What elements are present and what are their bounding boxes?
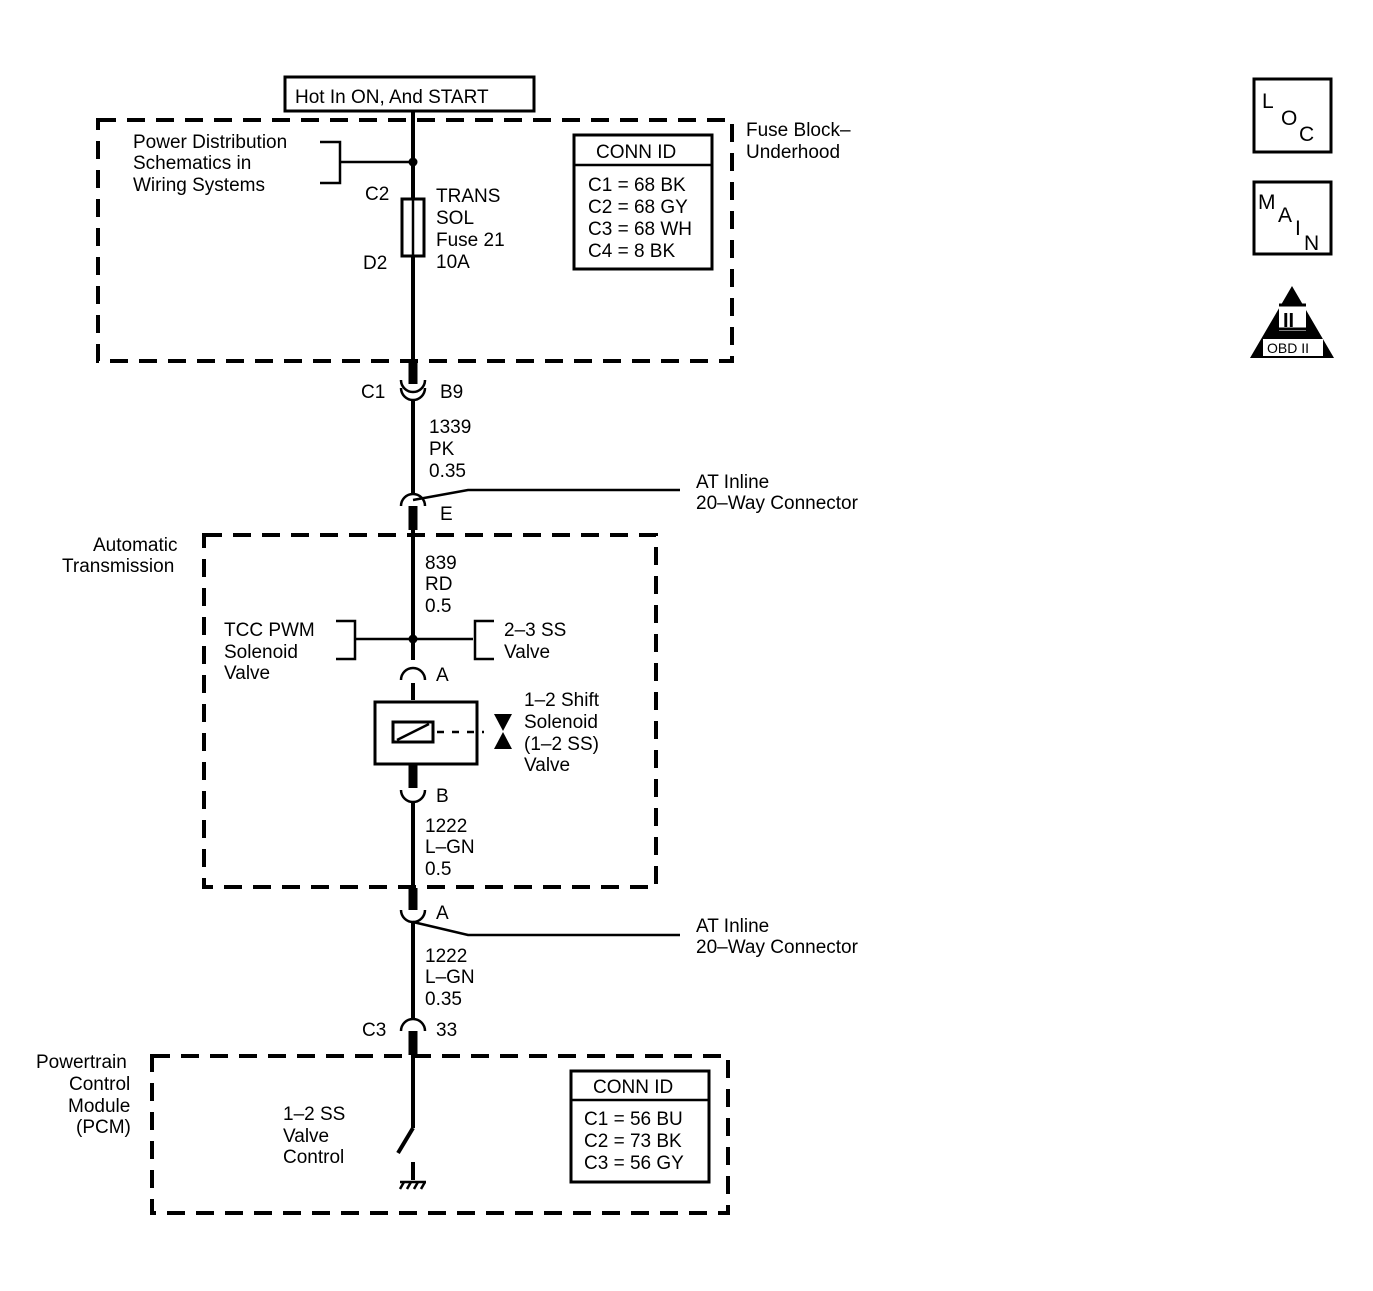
conn-id-row: C2 = 73 BK xyxy=(584,1131,682,1152)
power-dist-label-1: Power Distribution xyxy=(133,132,287,153)
splice-dot-mid xyxy=(408,634,418,644)
obd-ii-icon[interactable]: II OBD II xyxy=(1250,286,1334,358)
solenoid-1-2-symbol xyxy=(373,700,512,766)
inline-bottom-label-1: AT Inline xyxy=(696,916,769,937)
inline-connector-top xyxy=(399,488,680,530)
wire-1222-inner-circuit: 1222 xyxy=(425,816,467,837)
connector-c1-b9 xyxy=(399,362,427,402)
conn-id-row: C1 = 56 BU xyxy=(584,1109,683,1130)
pcm-label-3: Module xyxy=(68,1096,130,1117)
main-icon-letter: I xyxy=(1295,217,1301,240)
wire-1339-color: PK xyxy=(429,439,455,460)
connector-c1-right-label: B9 xyxy=(440,382,463,403)
solenoid-label-1: 1–2 Shift xyxy=(524,690,600,711)
power-dist-label-2: Schematics in xyxy=(133,153,251,174)
connector-c1-left-label: C1 xyxy=(361,382,385,403)
main-icon[interactable]: M A I N xyxy=(1252,180,1333,256)
inline-top-pin: E xyxy=(440,504,453,525)
ss23-label-1: 2–3 SS xyxy=(504,620,566,641)
fuse-block-label-1: Fuse Block– xyxy=(746,120,851,141)
main-icon-letter: N xyxy=(1304,232,1319,255)
conn-id-row: C2 = 68 GY xyxy=(588,197,688,218)
fuse-label-4: 10A xyxy=(436,252,470,273)
inline-top-label-1: AT Inline xyxy=(696,472,769,493)
obd-label: OBD II xyxy=(1267,340,1309,356)
pcm-label-4: (PCM) xyxy=(76,1117,131,1138)
loc-icon-letter: L xyxy=(1262,90,1274,113)
pcm-conn-id-table: CONN ID C1 = 56 BU C2 = 73 BK C3 = 56 GY xyxy=(569,1069,711,1184)
wire-839-color: RD xyxy=(425,574,452,595)
wire-839-circuit: 839 xyxy=(425,553,457,574)
loc-icon-letter: C xyxy=(1299,123,1314,146)
conn-id-row: C3 = 68 WH xyxy=(588,219,692,240)
fuse-block-boundary xyxy=(96,118,734,363)
wire-1222-inner-gauge: 0.5 xyxy=(425,859,451,880)
power-source-box xyxy=(283,75,536,113)
fuse-label-1: TRANS xyxy=(436,186,500,207)
tcc-bracket xyxy=(336,619,357,661)
pin-a-label: A xyxy=(436,665,449,686)
splice-dot-top xyxy=(408,157,418,167)
fuse-pin-top: C2 xyxy=(365,184,389,205)
transmission-label-1: Automatic xyxy=(93,535,177,556)
wire-1339-circuit: 1339 xyxy=(429,417,471,438)
ss23-bracket xyxy=(473,619,494,661)
conn-id-title: CONN ID xyxy=(593,1077,673,1098)
pin-b-connector xyxy=(399,764,427,804)
tcc-label-3: Valve xyxy=(224,663,270,684)
pin-a-socket xyxy=(399,666,427,681)
solenoid-label-4: Valve xyxy=(524,755,570,776)
conn-id-row: C1 = 68 BK xyxy=(588,175,686,196)
tcc-label-1: TCC PWM xyxy=(224,620,315,641)
main-icon-letter: A xyxy=(1278,204,1292,227)
power-dist-label-3: Wiring Systems xyxy=(133,175,265,196)
inline-connector-bottom xyxy=(399,888,680,937)
wire-839-gauge: 0.5 xyxy=(425,596,451,617)
fuse-label-2: SOL xyxy=(436,208,474,229)
main-icon-letter: M xyxy=(1258,191,1276,214)
loc-icon[interactable]: L O C xyxy=(1252,77,1333,154)
transmission-label-2: Transmission xyxy=(62,556,174,577)
pcm-control-label-1: 1–2 SS xyxy=(283,1104,345,1125)
fuse-block-conn-id-table: CONN ID C1 = 68 BK C2 = 68 GY C3 = 68 WH… xyxy=(572,133,714,271)
wire-1222-inner-color: L–GN xyxy=(425,837,475,858)
inline-top-label-2: 20–Way Connector xyxy=(696,493,859,514)
solenoid-label-2: Solenoid xyxy=(524,712,598,733)
wire-1222-gauge: 0.35 xyxy=(425,989,462,1010)
loc-icon-letter: O xyxy=(1281,107,1297,130)
fuse-block-label-2: Underhood xyxy=(746,142,840,163)
pcm-label-2: Control xyxy=(69,1074,130,1095)
power-dist-bracket xyxy=(320,140,342,185)
power-source-label: Hot In ON, And START xyxy=(295,87,489,108)
inline-bottom-pin: A xyxy=(436,903,449,924)
conn-id-row: C3 = 56 GY xyxy=(584,1153,684,1174)
connector-c3-left-label: C3 xyxy=(362,1020,386,1041)
wire-1222-color: L–GN xyxy=(425,967,475,988)
conn-id-row: C4 = 8 BK xyxy=(588,241,675,262)
pcm-label-1: Powertrain xyxy=(36,1052,127,1073)
pin-b-label: B xyxy=(436,786,449,807)
tcc-label-2: Solenoid xyxy=(224,642,298,663)
obd-numeral: II xyxy=(1283,310,1294,332)
pcm-boundary xyxy=(150,1054,730,1215)
pcm-control-label-2: Valve xyxy=(283,1126,329,1147)
inline-bottom-label-2: 20–Way Connector xyxy=(696,937,859,958)
fuse-pin-bottom: D2 xyxy=(363,253,387,274)
conn-id-title: CONN ID xyxy=(596,142,676,163)
pcm-low-side-switch xyxy=(396,1126,427,1190)
solenoid-label-3: (1–2 SS) xyxy=(524,734,599,755)
wire-1339-gauge: 0.35 xyxy=(429,461,466,482)
transmission-boundary xyxy=(202,533,658,889)
fuse-label-3: Fuse 21 xyxy=(436,230,505,251)
ss23-label-2: Valve xyxy=(504,642,550,663)
wire-1222-circuit: 1222 xyxy=(425,946,467,967)
connector-c3-33 xyxy=(399,1017,427,1055)
pcm-control-label-3: Control xyxy=(283,1147,344,1168)
connector-c3-right-label: 33 xyxy=(436,1020,457,1041)
